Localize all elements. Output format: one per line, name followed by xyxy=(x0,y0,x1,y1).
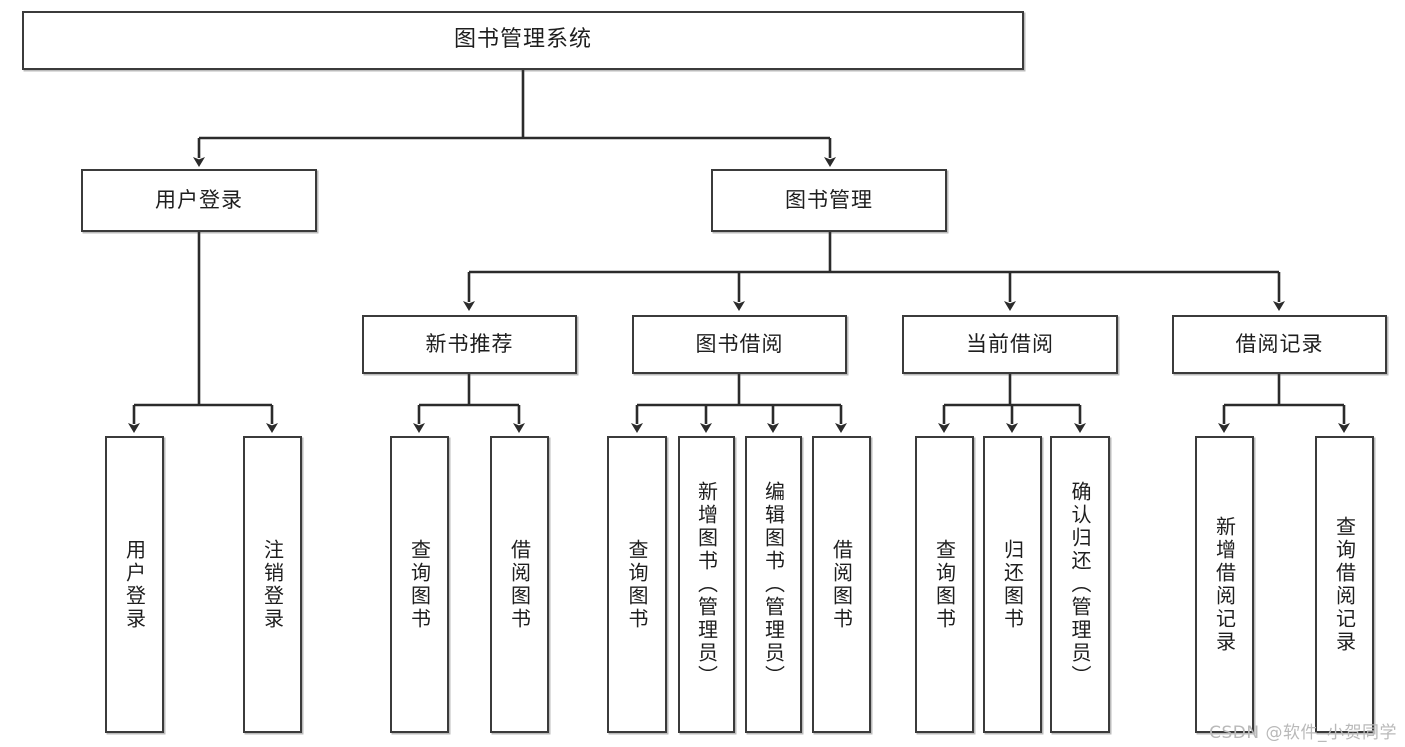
node-current-borrow[interactable]: 当前借阅 xyxy=(902,315,1118,374)
leaf-borrow-borrow-book[interactable]: 借阅图书 xyxy=(812,436,871,733)
leaf-user-login-signout[interactable]: 注销登录 xyxy=(243,436,302,733)
node-label: 借阅图书 xyxy=(507,538,532,631)
node-label: 用户登录 xyxy=(155,187,243,212)
node-book-borrow[interactable]: 图书借阅 xyxy=(632,315,847,374)
node-label: 用户登录 xyxy=(122,538,147,631)
node-label: 查询图书 xyxy=(407,538,432,631)
node-label: 编辑图书（管理员） xyxy=(761,481,786,688)
node-label: 图书借阅 xyxy=(695,331,784,356)
node-root-system[interactable]: 图书管理系统 xyxy=(22,11,1024,70)
leaf-recommend-query-book[interactable]: 查询图书 xyxy=(390,436,449,733)
leaf-user-login-signin[interactable]: 用户登录 xyxy=(105,436,164,733)
node-label: 新增借阅记录 xyxy=(1212,515,1237,654)
node-label: 归还图书 xyxy=(1000,538,1025,631)
node-label: 新书推荐 xyxy=(425,331,514,356)
node-book-management[interactable]: 图书管理 xyxy=(711,169,947,232)
node-label: 注销登录 xyxy=(260,538,285,631)
node-label: 当前借阅 xyxy=(966,331,1054,356)
leaf-current-return-book[interactable]: 归还图书 xyxy=(983,436,1042,733)
leaf-recommend-borrow-book[interactable]: 借阅图书 xyxy=(490,436,549,733)
node-label: 借阅图书 xyxy=(829,538,854,631)
node-label: 查询图书 xyxy=(932,538,957,631)
node-new-book-recommend[interactable]: 新书推荐 xyxy=(362,315,577,374)
leaf-current-query-book[interactable]: 查询图书 xyxy=(915,436,974,733)
node-label: 新增图书（管理员） xyxy=(694,481,719,688)
leaf-borrow-query-book[interactable]: 查询图书 xyxy=(607,436,667,733)
node-label: 确认归还（管理员） xyxy=(1068,481,1092,688)
node-label: 图书管理系统 xyxy=(453,27,592,53)
node-user-login[interactable]: 用户登录 xyxy=(81,169,317,232)
node-label: 图书管理 xyxy=(785,187,873,212)
leaf-borrow-edit-book[interactable]: 编辑图书（管理员） xyxy=(745,436,802,733)
node-label: 查询图书 xyxy=(625,538,649,631)
leaf-record-add-record[interactable]: 新增借阅记录 xyxy=(1195,436,1254,733)
leaf-record-query-record[interactable]: 查询借阅记录 xyxy=(1315,436,1374,733)
node-borrow-record[interactable]: 借阅记录 xyxy=(1172,315,1387,374)
leaf-current-confirm-return[interactable]: 确认归还（管理员） xyxy=(1050,436,1110,733)
leaf-borrow-add-book[interactable]: 新增图书（管理员） xyxy=(678,436,735,733)
node-label: 查询借阅记录 xyxy=(1332,515,1357,654)
watermark-text: CSDN @软件_小贺同学 xyxy=(1209,723,1397,743)
node-label: 借阅记录 xyxy=(1235,331,1324,356)
